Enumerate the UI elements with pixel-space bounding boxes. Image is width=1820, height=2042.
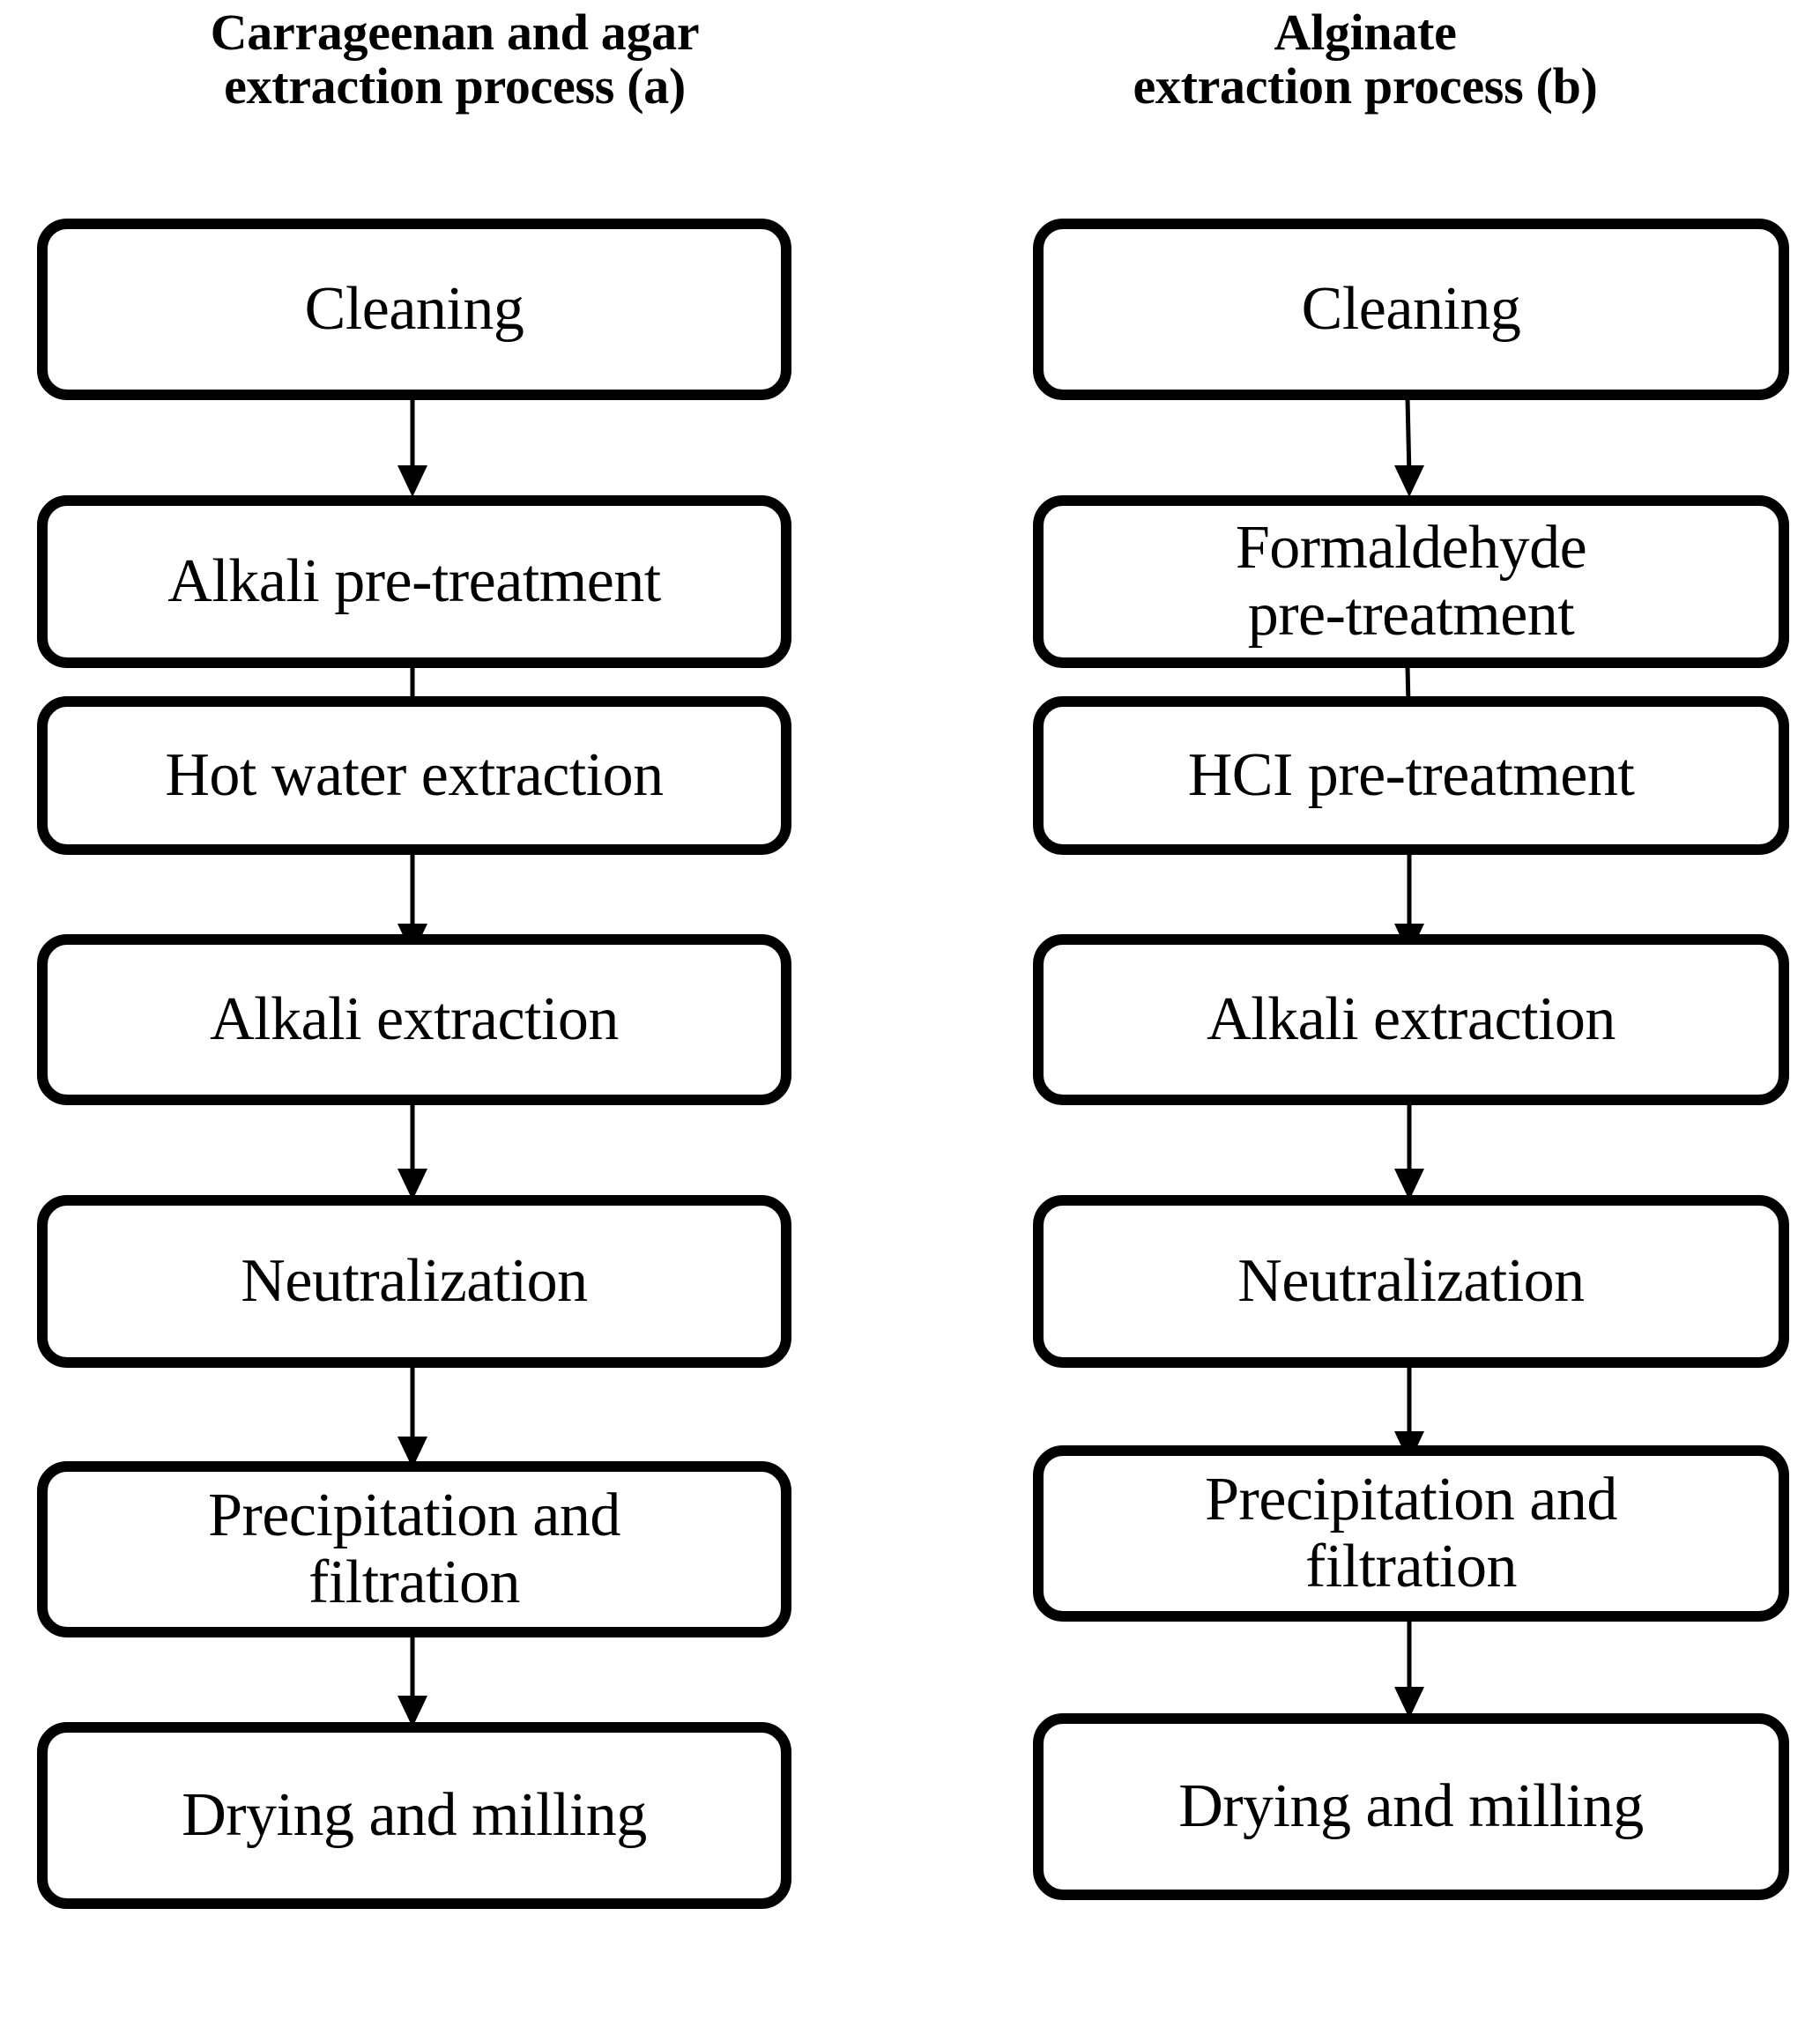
column-carrageenan-agar: Carrageenan and agar extraction process … <box>37 4 791 1909</box>
process-node-label: Drying and milling <box>182 1781 647 1850</box>
process-node-label: Drying and milling <box>1178 1772 1644 1841</box>
process-node-label: Precipitation and filtration <box>1205 1466 1617 1600</box>
process-node-precipitation-and-filtration[interactable]: Precipitation and filtration <box>1033 1445 1789 1622</box>
process-node-label: Formaldehyde pre-treatment <box>1235 514 1587 649</box>
column-alginate: Alginate extraction process (b) Cleaning… <box>910 0 1820 2042</box>
process-node-label: Precipitation and filtration <box>208 1481 620 1616</box>
process-node-label: Hot water extraction <box>165 741 664 810</box>
process-node-label: Neutralization <box>241 1247 588 1316</box>
column-title-alginate: Alginate extraction process (b) <box>1133 4 1598 115</box>
process-node-cleaning[interactable]: Cleaning <box>37 219 791 400</box>
process-node-label: Alkali extraction <box>210 985 619 1054</box>
process-node-label: Alkali extraction <box>1207 985 1616 1054</box>
arrow-cleaning-to-formaldehyde-pre-treatment <box>1387 397 1431 497</box>
process-node-drying-and-milling[interactable]: Drying and milling <box>1033 1713 1789 1900</box>
process-node-hot-water-extraction[interactable]: Hot water extraction <box>37 696 791 855</box>
process-node-formaldehyde-pre-treatment[interactable]: Formaldehyde pre-treatment <box>1033 495 1789 668</box>
process-node-alkali-pre-treatment[interactable]: Alkali pre-treatment <box>37 495 791 668</box>
process-node-drying-and-milling[interactable]: Drying and milling <box>37 1722 791 1909</box>
process-node-cleaning[interactable]: Cleaning <box>1033 219 1789 400</box>
process-node-hcl-pre-treatment[interactable]: HCI pre-treatment <box>1033 696 1789 855</box>
process-node-neutralization[interactable]: Neutralization <box>1033 1195 1789 1368</box>
process-node-neutralization[interactable]: Neutralization <box>37 1195 791 1368</box>
process-node-precipitation-and-filtration[interactable]: Precipitation and filtration <box>37 1461 791 1637</box>
column-title-carrageenan-agar: Carrageenan and agar extraction process … <box>210 4 700 115</box>
process-node-label: HCI pre-treatment <box>1187 741 1635 810</box>
process-node-label: Alkali pre-treatment <box>167 547 661 616</box>
arrow-cleaning-to-alkali-pre-treatment <box>390 398 435 497</box>
flow-alginate: Cleaning Formaldehyde pre-treatment HCI … <box>910 0 1820 2042</box>
process-node-alkali-extraction[interactable]: Alkali extraction <box>37 934 791 1105</box>
process-node-label: Cleaning <box>304 275 524 344</box>
arrow-precipitation-and-filtration-to-drying-and-milling <box>1387 1620 1431 1719</box>
arrow-alkali-extraction-to-neutralization <box>390 1103 435 1200</box>
arrow-alkali-extraction-to-neutralization <box>1387 1103 1431 1200</box>
process-node-label: Cleaning <box>1301 275 1521 344</box>
arrow-neutralization-to-precipitation-and-filtration <box>390 1366 435 1468</box>
process-node-alkali-extraction[interactable]: Alkali extraction <box>1033 934 1789 1105</box>
flow-carrageenan-agar: Cleaning Alkali pre-treatment Hot water … <box>37 219 791 1909</box>
process-node-label: Neutralization <box>1237 1247 1585 1316</box>
arrow-precipitation-and-filtration-to-drying-and-milling <box>390 1636 435 1727</box>
